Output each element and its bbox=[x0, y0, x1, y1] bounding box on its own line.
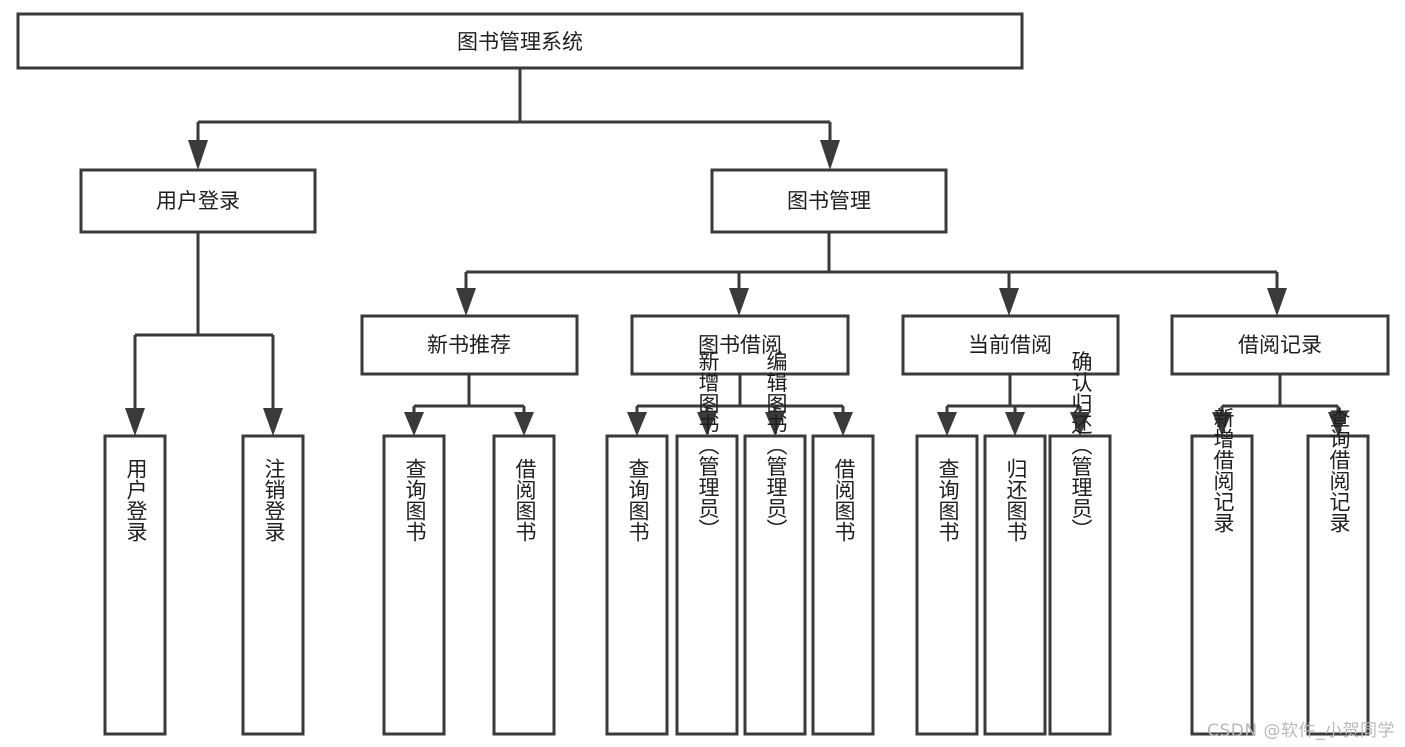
leaf-user-login-signin-box[interactable] bbox=[103, 434, 167, 736]
arrow-head-icon bbox=[820, 140, 840, 170]
node-user-login[interactable]: 用户登录 bbox=[79, 168, 317, 234]
leaf-new-book-query-label: 查询图书 bbox=[403, 458, 427, 542]
connectors-bookmgmt-to-level3 bbox=[456, 232, 1287, 316]
leaf-book-borrow-borrow[interactable]: 借阅图书 bbox=[811, 434, 875, 736]
node-current-borrow-box[interactable] bbox=[901, 314, 1120, 376]
node-new-book-recommend-label: 新书推荐 bbox=[427, 333, 511, 357]
leaf-current-borrow-confirm-box[interactable] bbox=[1048, 434, 1112, 736]
leaf-borrow-record-add-label: 新增借阅记录 bbox=[1211, 407, 1235, 533]
leaf-book-borrow-add[interactable]: 新增图书（管理员） bbox=[675, 351, 739, 736]
leaf-book-borrow-borrow-label: 借阅图书 bbox=[832, 458, 856, 542]
arrow-head-icon bbox=[833, 412, 853, 436]
leaf-user-login-signin[interactable]: 用户登录 bbox=[103, 434, 167, 736]
arrow-head-icon bbox=[765, 412, 785, 436]
leaf-borrow-record-query[interactable]: 查询借阅记录 bbox=[1306, 407, 1370, 736]
arrow-head-icon bbox=[1005, 412, 1025, 436]
node-root-system-box[interactable] bbox=[16, 12, 1024, 70]
arrow-head-icon bbox=[1328, 412, 1348, 436]
leaf-user-login-signout[interactable]: 注销登录 bbox=[241, 434, 305, 736]
leaf-new-book-borrow[interactable]: 借阅图书 bbox=[492, 434, 556, 736]
leaf-book-borrow-edit-box[interactable] bbox=[743, 434, 807, 736]
leaf-current-borrow-query[interactable]: 查询图书 bbox=[915, 434, 979, 736]
leaf-current-borrow-return-label: 归还图书 bbox=[1004, 458, 1028, 542]
leaf-new-book-borrow-box[interactable] bbox=[492, 434, 556, 736]
node-root-system-label: 图书管理系统 bbox=[457, 30, 583, 54]
arrow-head-icon bbox=[729, 288, 749, 316]
node-new-book-recommend[interactable]: 新书推荐 bbox=[360, 314, 579, 376]
connectors-newbook-to-leaves bbox=[404, 374, 534, 436]
arrow-head-icon bbox=[456, 288, 476, 316]
node-book-borrow-label: 图书借阅 bbox=[698, 333, 782, 357]
arrow-head-icon bbox=[1267, 288, 1287, 316]
arrow-head-icon bbox=[263, 408, 283, 436]
node-new-book-recommend-box[interactable] bbox=[360, 314, 579, 376]
leaf-borrow-record-add-box[interactable] bbox=[1190, 434, 1254, 736]
connectors-bookborrow-to-leaves bbox=[627, 374, 853, 436]
leaf-new-book-borrow-label: 借阅图书 bbox=[513, 458, 537, 542]
connectors-borrowrecord-to-leaves bbox=[1212, 374, 1348, 436]
node-current-borrow-label: 当前借阅 bbox=[968, 333, 1052, 357]
arrow-head-icon bbox=[697, 412, 717, 436]
arrow-head-icon bbox=[1212, 412, 1232, 436]
arrow-head-icon bbox=[125, 408, 145, 436]
leaf-book-borrow-borrow-box[interactable] bbox=[811, 434, 875, 736]
leaf-new-book-query[interactable]: 查询图书 bbox=[382, 434, 446, 736]
arrow-head-icon bbox=[937, 412, 957, 436]
arrow-head-icon bbox=[188, 140, 208, 170]
node-user-login-label: 用户登录 bbox=[156, 189, 240, 213]
arrow-head-icon bbox=[404, 412, 424, 436]
leaf-user-login-signout-box[interactable] bbox=[241, 434, 305, 736]
leaf-current-borrow-return-box[interactable] bbox=[983, 434, 1047, 736]
leaf-borrow-record-add[interactable]: 新增借阅记录 bbox=[1190, 407, 1254, 736]
leaf-current-borrow-query-label: 查询图书 bbox=[936, 458, 960, 542]
node-borrow-record-box[interactable] bbox=[1170, 314, 1390, 376]
leaf-book-borrow-add-label: 新增图书（管理员） bbox=[696, 351, 720, 540]
node-current-borrow[interactable]: 当前借阅 bbox=[901, 314, 1120, 376]
leaf-borrow-record-query-label: 查询借阅记录 bbox=[1327, 407, 1351, 533]
leaf-book-borrow-add-box[interactable] bbox=[675, 434, 739, 736]
leaf-current-borrow-return[interactable]: 归还图书 bbox=[983, 434, 1047, 736]
leaf-current-borrow-confirm[interactable]: 确认归还（管理员） bbox=[1048, 351, 1112, 736]
leaf-borrow-record-query-box[interactable] bbox=[1306, 434, 1370, 736]
node-book-management[interactable]: 图书管理 bbox=[710, 168, 948, 234]
arrow-head-icon bbox=[1070, 412, 1090, 436]
leaf-user-login-signout-label: 注销登录 bbox=[262, 458, 286, 542]
arrow-head-icon bbox=[514, 412, 534, 436]
leaf-book-borrow-query-box[interactable] bbox=[605, 434, 669, 736]
node-book-borrow-box[interactable] bbox=[630, 314, 850, 376]
leaf-book-borrow-query-label: 查询图书 bbox=[626, 458, 650, 542]
leaf-book-borrow-edit-label: 编辑图书（管理员） bbox=[764, 351, 788, 540]
node-root-system[interactable]: 图书管理系统 bbox=[16, 12, 1024, 70]
node-book-management-label: 图书管理 bbox=[787, 189, 871, 213]
leaf-user-login-signin-label: 用户登录 bbox=[124, 458, 148, 542]
leaf-book-borrow-query[interactable]: 查询图书 bbox=[605, 434, 669, 736]
leaf-current-borrow-query-box[interactable] bbox=[915, 434, 979, 736]
arrow-head-icon bbox=[999, 288, 1019, 316]
leaf-current-borrow-confirm-label: 确认归还（管理员） bbox=[1069, 351, 1093, 540]
node-borrow-record[interactable]: 借阅记录 bbox=[1170, 314, 1390, 376]
node-book-borrow[interactable]: 图书借阅 bbox=[630, 314, 850, 376]
node-book-management-box[interactable] bbox=[710, 168, 948, 234]
node-user-login-box[interactable] bbox=[79, 168, 317, 234]
leaf-new-book-query-box[interactable] bbox=[382, 434, 446, 736]
connectors-userlogin-to-leaves bbox=[125, 232, 283, 436]
connectors-currentborrow-to-leaves bbox=[937, 374, 1090, 436]
node-borrow-record-label: 借阅记录 bbox=[1238, 333, 1322, 357]
leaf-book-borrow-edit[interactable]: 编辑图书（管理员） bbox=[743, 351, 807, 736]
connectors-root-to-level2 bbox=[188, 68, 840, 170]
arrow-head-icon bbox=[627, 412, 647, 436]
